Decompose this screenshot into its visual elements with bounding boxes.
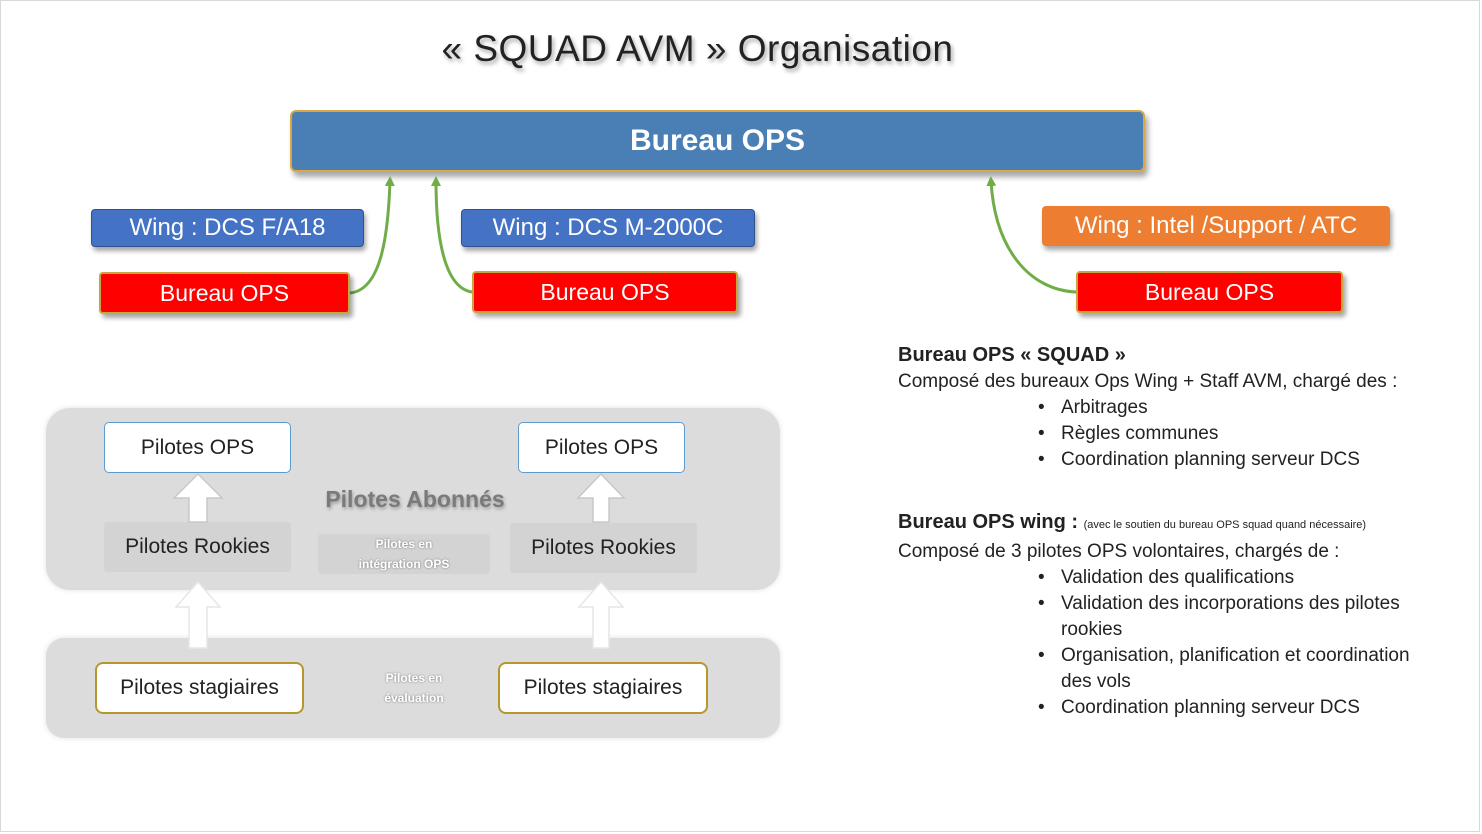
wing-heading-line: Bureau OPS wing : (avec le soutien du bu…	[898, 508, 1438, 539]
bureau-ops-wing2-node: Bureau OPS	[472, 271, 738, 313]
list-item: Organisation, planification et coordinat…	[1038, 643, 1438, 695]
list-item: Coordination planning serveur DCS	[1038, 695, 1438, 721]
connector-wing3	[986, 176, 1077, 294]
bureau-ops-wing3-node: Bureau OPS	[1076, 271, 1343, 313]
up-arrow-stagiaire-to-rookie-left	[174, 580, 222, 649]
squad-duties-list: Arbitrages Règles communes Coordination …	[1038, 395, 1438, 473]
wing-heading: Bureau OPS wing :	[898, 511, 1084, 533]
up-arrow-stagiaire-to-rookie-right	[577, 580, 625, 649]
up-arrow-rookie-to-ops-right	[576, 472, 626, 523]
connector-wing2	[431, 176, 473, 294]
wing-duties-list: Validation des qualifications Validation…	[1038, 565, 1438, 721]
squad-heading: Bureau OPS « SQUAD »	[898, 344, 1126, 366]
wing-heading-note: (avec le soutien du bureau OPS squad qua…	[1083, 519, 1367, 531]
wing-intel-support-atc-node: Wing : Intel /Support / ATC	[1042, 206, 1390, 246]
pilotes-evaluation-line2: évaluation	[384, 691, 444, 705]
pilotes-rookies-node-left: Pilotes Rookies	[104, 522, 291, 572]
list-item: Coordination planning serveur DCS	[1038, 447, 1438, 473]
squad-description: Composé des bureaux Ops Wing + Staff AVM…	[898, 371, 1398, 392]
pilotes-integration-label: Pilotes en intégration OPS	[318, 534, 490, 574]
list-item: Arbitrages	[1038, 395, 1438, 421]
pilotes-ops-node-left: Pilotes OPS	[104, 422, 291, 473]
squad-description-panel: Bureau OPS « SQUAD » Composé des bureaux…	[898, 341, 1438, 473]
connector-wing1	[349, 176, 395, 295]
wing-dcs-fa18-node: Wing : DCS F/A18	[91, 209, 364, 247]
pilotes-evaluation-label: Pilotes en évaluation	[355, 668, 473, 708]
pilotes-evaluation-line1: Pilotes en	[385, 671, 443, 685]
up-arrow-rookie-to-ops-left	[172, 472, 224, 523]
pilotes-stagiaires-node-right: Pilotes stagiaires	[498, 662, 708, 714]
bureau-ops-squad-node: Bureau OPS	[290, 110, 1145, 172]
list-item: Validation des incorporations des pilote…	[1038, 591, 1438, 643]
bureau-ops-wing1-node: Bureau OPS	[99, 272, 350, 314]
pilotes-stagiaires-node-left: Pilotes stagiaires	[95, 662, 304, 714]
wing-description-panel: Bureau OPS wing : (avec le soutien du bu…	[898, 508, 1438, 721]
page-title: « SQUAD AVM » Organisation	[441, 28, 954, 69]
wing-description: Composé de 3 pilotes OPS volontaires, ch…	[898, 541, 1340, 562]
pilotes-rookies-node-right: Pilotes Rookies	[510, 523, 697, 573]
pilotes-integration-line2: intégration OPS	[358, 557, 450, 571]
pilotes-ops-node-right: Pilotes OPS	[518, 422, 685, 473]
list-item: Validation des qualifications	[1038, 565, 1438, 591]
list-item: Règles communes	[1038, 421, 1438, 447]
pilotes-abonnes-label: Pilotes Abonnés	[325, 486, 505, 512]
wing-dcs-m2000c-node: Wing : DCS M-2000C	[461, 209, 755, 247]
pilotes-integration-line1: Pilotes en	[375, 537, 433, 551]
